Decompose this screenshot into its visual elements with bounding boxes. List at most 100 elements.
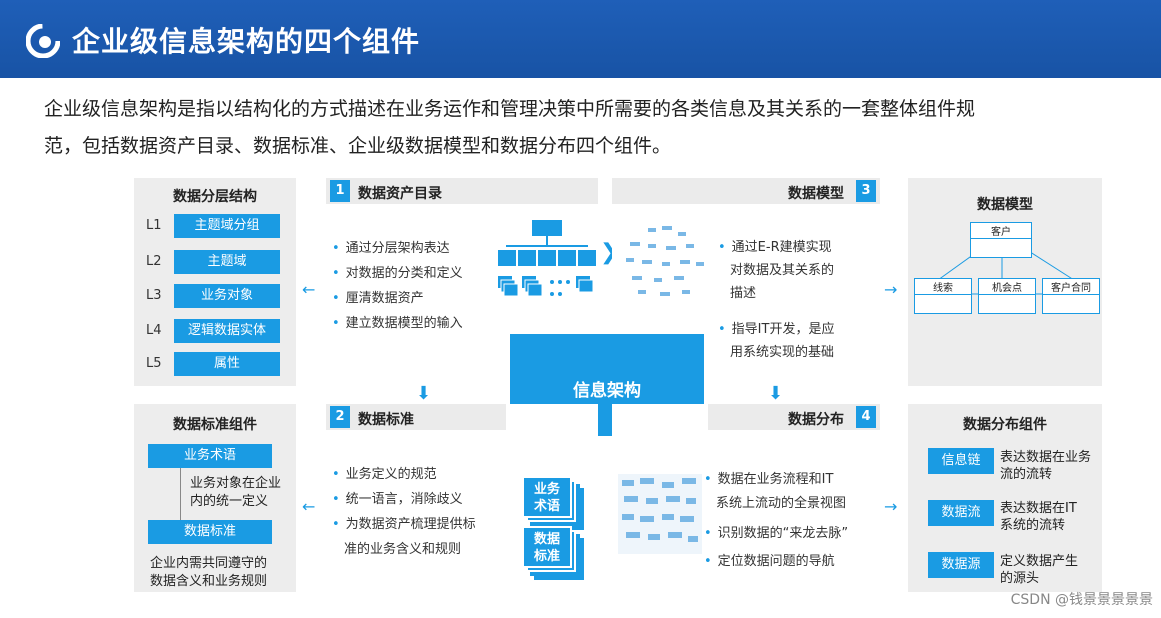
layer-box: 逻辑数据实体 [174,319,280,343]
dist-item-desc: 流的流转 [1000,467,1053,482]
term-stack-card: 业务 术语 [522,476,572,518]
distribution-section: 数据分布 4 •数据在业务流程和IT 系统上流动的全景视图 •识别数据的“来龙去… [612,404,880,594]
distribution-strip [708,404,880,430]
standard-panel: 数据标准组件 业务术语 业务对象在企业 内的统一定义 数据标准 企业内需共同遵守… [134,404,296,592]
entity-label: 客户 [971,223,1031,239]
bullet-dot-icon: • [332,517,340,532]
layer-box: 属性 [174,352,280,376]
arrow-left-icon: ← [302,497,316,516]
dist-item-desc: 的源头 [1000,571,1040,586]
bullet-item: 系统上流动的全景视图 [716,496,847,511]
bullet-item: •定位数据问题的导航 [704,554,835,569]
swirl-logo-icon [26,24,60,58]
std-desc-line-2: 数据含义和业务规则 [150,574,268,589]
bullet-item: •厘清数据资产 [332,291,424,306]
model-bullets-a: •通过E-R建模实现 对数据及其关系的 描述 [718,236,834,305]
standard-title: 数据标准 [358,412,414,428]
stack-text: 数据 [533,532,560,547]
model-strip [612,178,880,204]
bullet-item: •数据在业务流程和IT [704,472,834,487]
entity-label: 机会点 [979,279,1035,295]
layer-level: L1 [146,218,162,233]
dist-item-box: 数据源 [928,552,994,578]
flow-map-thumbnail-icon [618,474,702,554]
arrow-left-icon: ← [302,280,316,299]
stack-text: 业务 [533,482,560,497]
bullet-item: •对数据的分类和定义 [332,266,463,281]
distribution-title: 数据分布 [788,412,844,428]
catalog-number-badge: 1 [330,180,350,202]
hierarchy-illustration-icon [498,220,596,297]
std-stack-card: 数据 标准 [522,526,572,568]
bullet-item: 描述 [730,286,757,301]
model-title: 数据模型 [788,186,844,202]
bullet-item: •指导IT开发，是应 [718,322,835,337]
standard-strip [326,404,506,430]
intro-line-2: 范，包括数据资产目录、数据标准、企业级数据模型和数据分布四个组件。 [44,135,672,157]
distribution-number-badge: 4 [856,406,876,428]
bullet-dot-icon: • [332,241,340,256]
entity-box: 机会点 [978,278,1036,314]
dist-item-box: 数据流 [928,500,994,526]
entity-box: 客户 [970,222,1032,258]
bullet-item: •通过E-R建模实现 [718,240,832,255]
distribution-panel-title: 数据分布组件 [963,417,1047,433]
distribution-bullets: •数据在业务流程和IT 系统上流动的全景视图 •识别数据的“来龙去脉” •定位数… [704,468,848,574]
layer-level: L2 [146,254,162,269]
model-bullets-b: •指导IT开发，是应 用系统实现的基础 [718,318,834,364]
standard-number-badge: 2 [330,406,350,428]
header-bar: 企业级信息架构的四个组件 [0,0,1161,78]
bullet-dot-icon: • [332,266,340,281]
bullet-dot-icon: • [718,322,726,337]
term-desc-line-1: 业务对象在企业 [190,476,282,491]
term-desc-line-2: 内的统一定义 [190,494,269,509]
bullet-dot-icon: • [704,472,712,487]
catalog-section: 1 数据资产目录 •通过分层架构表达 •对数据的分类和定义 •厘清数据资产 •建… [326,178,598,384]
bullet-dot-icon: • [718,240,726,255]
bullet-item: •建立数据模型的输入 [332,316,463,331]
catalog-strip [326,178,598,204]
bullet-item: •为数据资产梳理提供标 [332,517,476,532]
distribution-panel: 数据分布组件 信息链 表达数据在业务 流的流转 数据流 表达数据在IT 系统的流… [908,404,1102,592]
standard-section: 2 数据标准 •业务定义的规范 •统一语言，消除歧义 •为数据资产梳理提供标 准… [326,404,598,594]
term-box: 业务术语 [148,444,272,468]
bullet-dot-icon: • [332,492,340,507]
bullet-dot-icon: • [332,291,340,306]
layers-panel: 数据分层结构 L1 主题域分组 L2 主题域 L3 业务对象 L4 逻辑数据实体… [134,178,296,386]
bullet-item: •通过分层架构表达 [332,241,450,256]
dist-item-desc: 定义数据产生 [1000,554,1079,569]
arrow-down-icon: ⬇ [416,383,432,404]
stack-text: 术语 [533,499,560,514]
page-title: 企业级信息架构的四个组件 [72,25,421,58]
dist-item-desc: 表达数据在IT [1000,501,1077,516]
bullet-dot-icon: • [704,554,712,569]
dist-item-desc: 系统的流转 [1000,518,1066,533]
entity-label: 客户合同 [1043,279,1099,295]
std-box: 数据标准 [148,520,272,544]
model-number-badge: 3 [856,180,876,202]
standard-bullets: •业务定义的规范 •统一语言，消除歧义 •为数据资产梳理提供标 准的业务含义和规… [332,462,476,562]
bullet-item: •统一语言，消除歧义 [332,492,463,507]
standard-panel-title: 数据标准组件 [173,417,257,433]
entity-box: 客户合同 [1042,278,1100,314]
bullet-item: •业务定义的规范 [332,467,437,482]
layer-box: 主题域分组 [174,214,280,238]
er-diagram-thumbnail-icon [626,226,704,296]
layer-level: L3 [146,288,162,303]
entity-label: 线索 [915,279,971,295]
bullet-item: 准的业务含义和规则 [344,542,462,557]
std-desc-line-1: 企业内需共同遵守的 [150,556,268,571]
arrow-right-icon: → [884,280,898,299]
layer-box: 业务对象 [174,284,280,308]
layer-level: L4 [146,323,162,338]
bullet-dot-icon: • [332,467,340,482]
bullet-dot-icon: • [704,526,712,541]
model-panel: 数据模型 客户 线索 机会点 客户合同 [908,178,1102,386]
arrow-right-icon: → [884,497,898,516]
model-panel-title: 数据模型 [977,197,1033,213]
center-label: 信息架构 [573,381,641,401]
dist-item-desc: 表达数据在业务 [1000,450,1092,465]
catalog-bullets: •通过分层架构表达 •对数据的分类和定义 •厘清数据资产 •建立数据模型的输入 [332,236,463,336]
bullet-item: 对数据及其关系的 [730,263,835,278]
layers-title: 数据分层结构 [173,189,257,205]
